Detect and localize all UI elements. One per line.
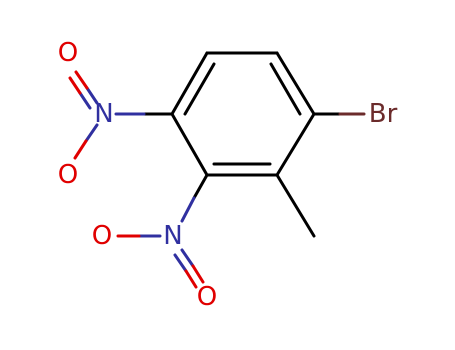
atom-label-nitrogen-middle: N [163,221,182,251]
atom-label-oxygen-middle-lower: O [197,282,217,312]
methyl-bond [275,173,316,238]
atom-label-nitrogen-top: N [94,99,113,129]
ring-bond-c5-c6 [170,112,209,177]
nitro-group-top [68,70,174,160]
nitro-group-middle [116,173,209,289]
benzene-ring [170,51,316,177]
atom-label-oxygen-top-lower: O [58,160,78,190]
ring-double-bond-inner-c6-c1 [183,62,216,116]
atom-label-bromine: Br [369,99,398,129]
c5-n-mid-bond-dark [192,173,209,200]
ring-double-bond-inner-c2-c3 [269,62,302,116]
ring-bond-c3-c4 [275,112,316,177]
atom-label-oxygen-middle-left: O [92,221,112,251]
ring-bond-c2-c3 [275,51,316,116]
ring-bond-c6-c1 [170,51,209,116]
atom-label-oxygen-top-upper: O [58,38,78,68]
c5-n-mid-bond-blue [180,196,196,223]
